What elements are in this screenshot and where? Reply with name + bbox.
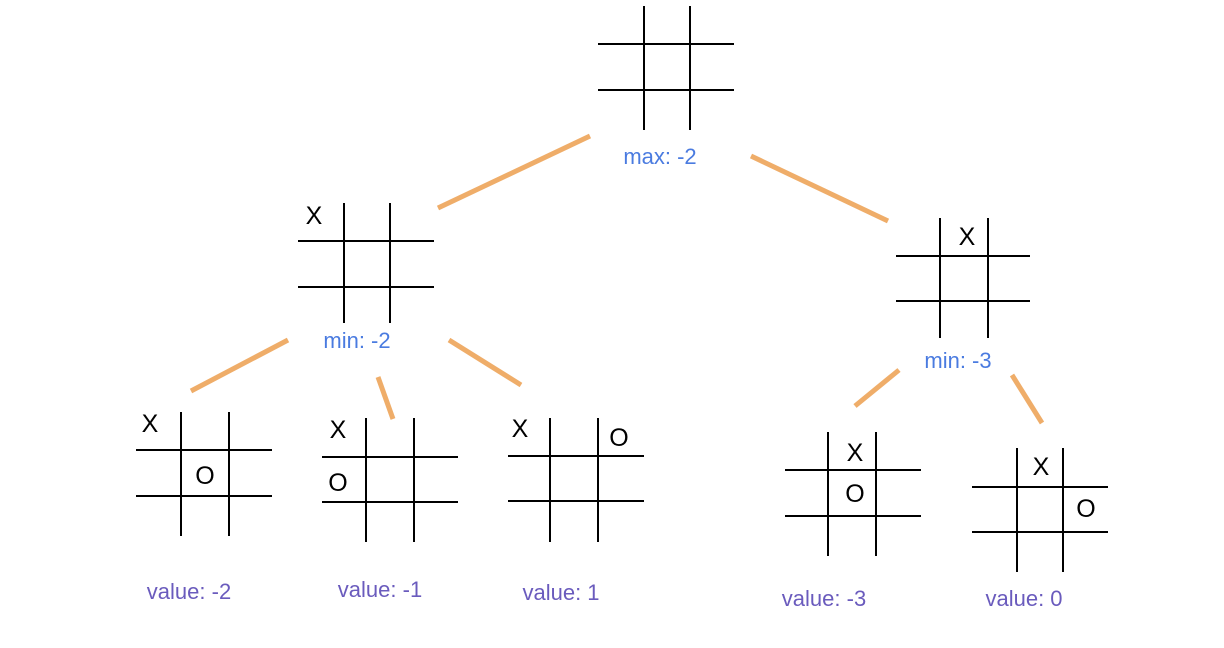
mark-o-leaf-2: O bbox=[328, 469, 347, 497]
score-label-right: min: -3 bbox=[924, 348, 991, 373]
edge-root-to-left bbox=[436, 133, 592, 211]
mark-x-leaf-4: X bbox=[847, 439, 864, 467]
mark-x-leaf-5: X bbox=[1033, 453, 1050, 481]
value-label-leaf-2: value: -1 bbox=[338, 577, 422, 602]
mark-x-leaf-2: X bbox=[330, 416, 347, 444]
mark-o-leaf-4: O bbox=[845, 480, 864, 508]
edge-left-to-leaf_2 bbox=[375, 376, 396, 420]
value-label-leaf-4: value: -3 bbox=[782, 586, 866, 611]
edge-left-to-leaf_1 bbox=[189, 337, 290, 394]
value-label-leaf-5: value: 0 bbox=[985, 586, 1062, 611]
mark-x-leaf-3: X bbox=[512, 415, 529, 443]
score-label-left: min: -2 bbox=[323, 328, 390, 353]
mark-o-leaf-5: O bbox=[1076, 495, 1095, 523]
board-root: max: -2 bbox=[598, 6, 734, 169]
edge-left-to-leaf_3 bbox=[447, 337, 523, 388]
edge-root-to-right bbox=[749, 153, 890, 224]
mark-x-leaf-1: X bbox=[142, 410, 159, 438]
value-label-leaf-1: value: -2 bbox=[147, 579, 231, 604]
mark-o-leaf-3: O bbox=[609, 424, 628, 452]
value-label-leaf-3: value: 1 bbox=[522, 580, 599, 605]
mark-x-right: X bbox=[959, 223, 976, 251]
edge-right-to-leaf_5 bbox=[1009, 373, 1045, 425]
score-label-root: max: -2 bbox=[623, 144, 696, 169]
edge-right-to-leaf_4 bbox=[853, 368, 901, 408]
mark-o-leaf-1: O bbox=[195, 462, 214, 490]
mark-x-left: X bbox=[306, 202, 323, 230]
